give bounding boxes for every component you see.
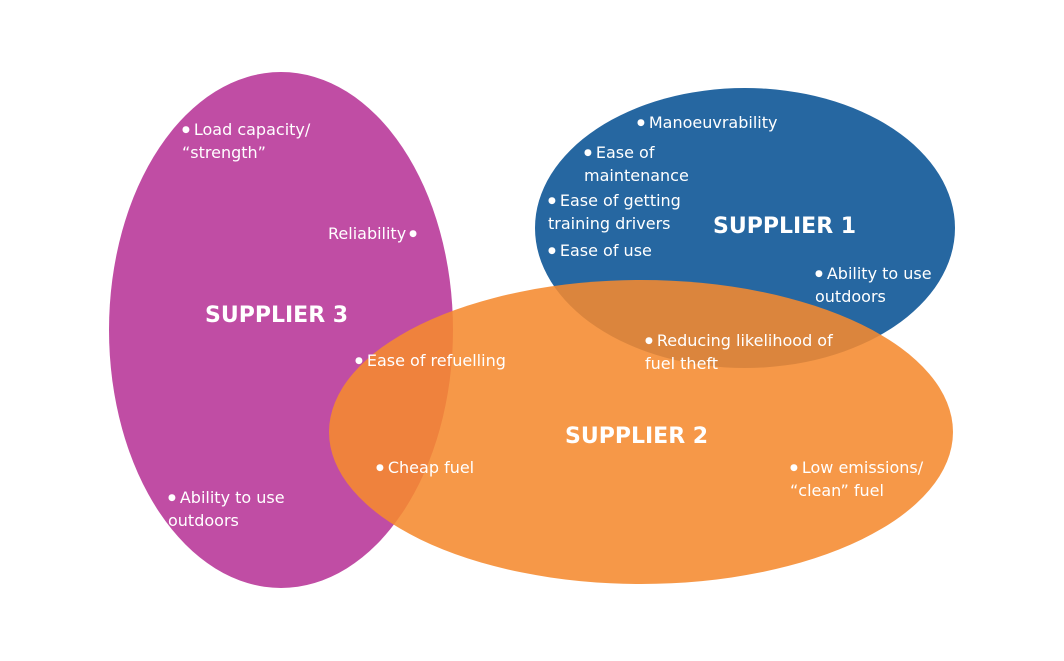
label-ease-of-maintenance: Ease of maintenance [584, 143, 689, 186]
label-load-capacity: Load capacity/ “strength” [182, 120, 310, 163]
label-ease-of-use: Ease of use [548, 241, 652, 264]
label-manoeuvrability: Manoeuvrability [637, 113, 778, 136]
supplier-3-label: SUPPLIER 3 [205, 303, 349, 328]
label-low-emissions: Low emissions/ “clean” fuel [790, 458, 923, 501]
supplier-1-label: SUPPLIER 1 [713, 214, 857, 239]
label-reducing-fuel-theft: Reducing likelihood of fuel theft [645, 331, 833, 374]
label-ease-of-getting-training-drivers: Ease of getting training drivers [548, 191, 681, 234]
label-cheap-fuel: Cheap fuel [376, 458, 474, 481]
label-ease-of-refuelling: Ease of refuelling [355, 351, 506, 374]
label-reliability: Reliability [328, 224, 417, 247]
label-ability-to-use-outdoors-supplier-3: Ability to use outdoors [168, 488, 285, 531]
label-ability-to-use-outdoors-supplier-1: Ability to use outdoors [815, 264, 932, 307]
supplier-2-label: SUPPLIER 2 [565, 424, 709, 449]
